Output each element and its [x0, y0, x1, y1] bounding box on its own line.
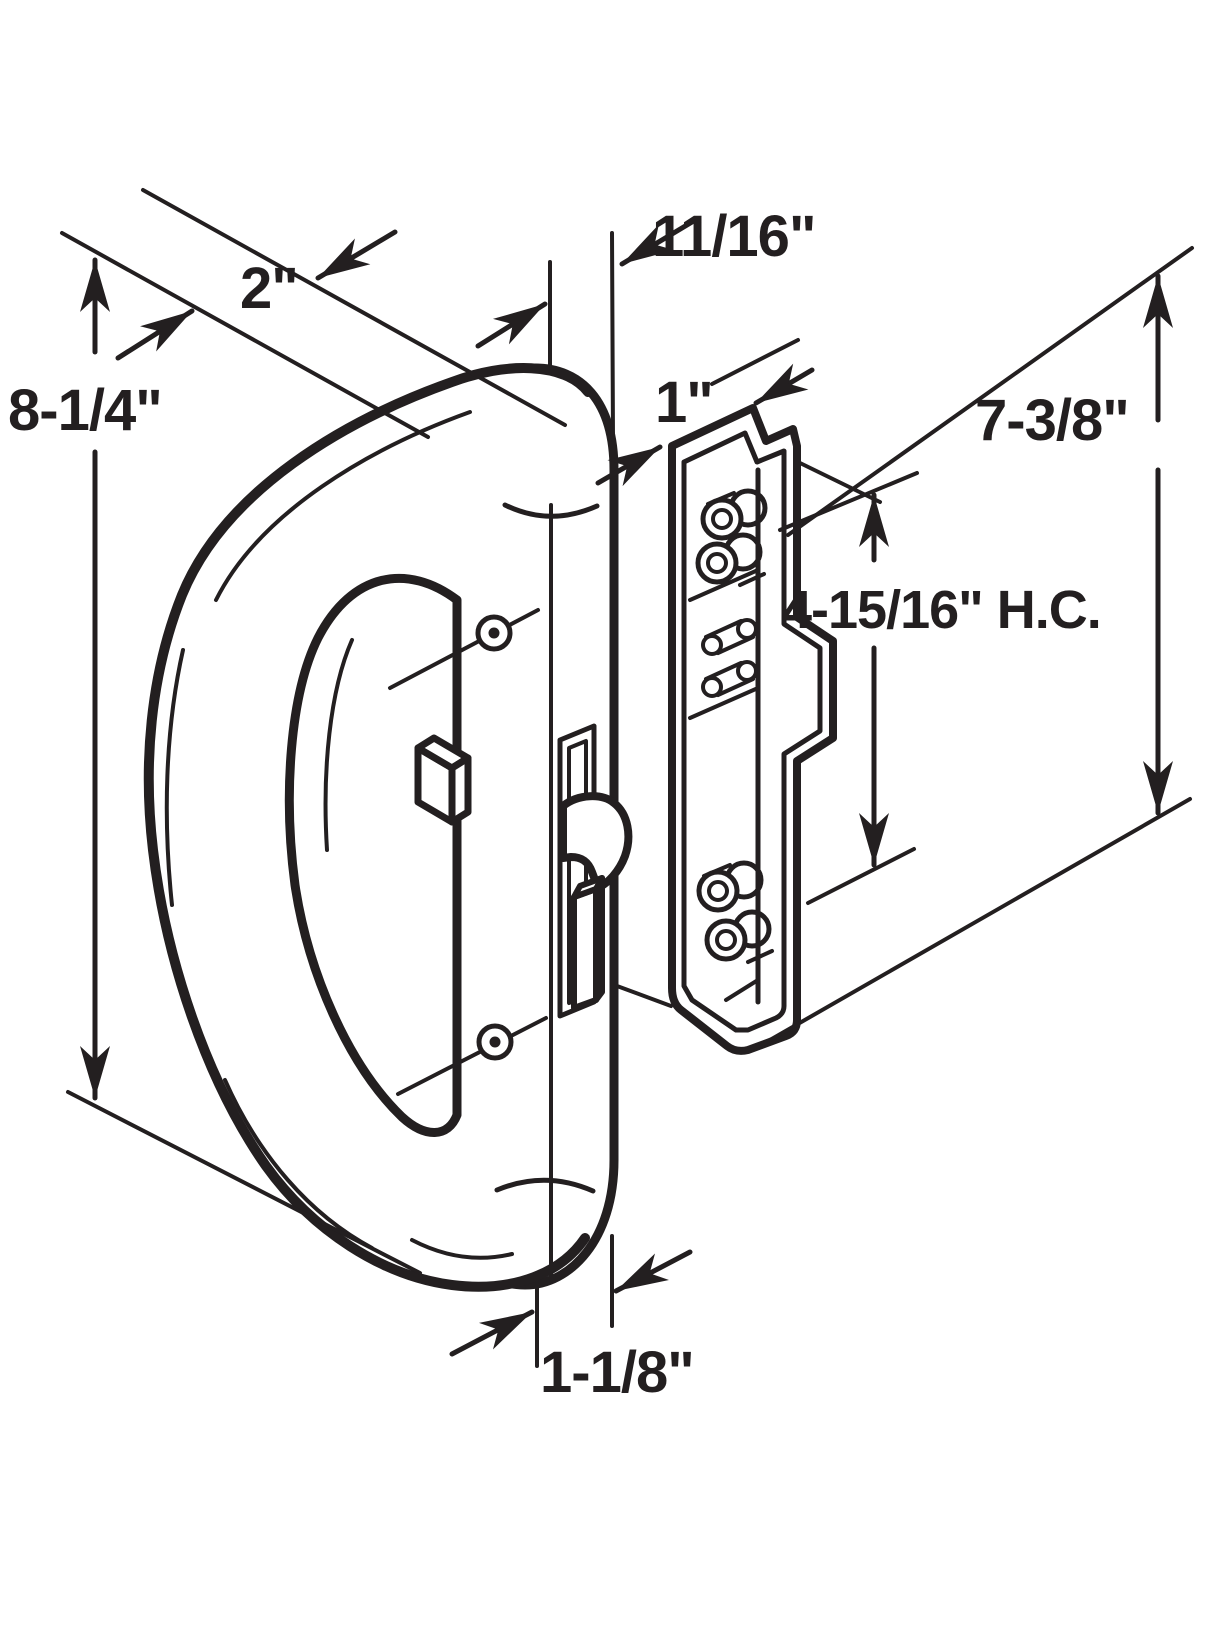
label-handle-width: 1-1/8" — [540, 1340, 694, 1405]
handle-grip-outline — [143, 363, 593, 1292]
screw-hole-top-center — [488, 627, 500, 639]
screw-hole-bottom-center — [489, 1036, 501, 1048]
diagonal-extension-bottom-left — [66, 1090, 422, 1275]
diagonal-extension-bottom-right — [754, 797, 1192, 1050]
screw-post-bottom-pair — [696, 860, 774, 964]
mounting-plate — [668, 404, 837, 1055]
door-edge-segment-bottom — [615, 984, 673, 1008]
diagonal-extension-top-right — [786, 246, 1194, 537]
dimension-plate-height — [754, 246, 1194, 1050]
panel-notch-line-2 — [688, 686, 760, 720]
label-plate-depth: 1" — [655, 370, 713, 435]
dimension-handle-width — [449, 1234, 693, 1368]
latch-bar-side — [593, 875, 605, 1003]
diagonal-extension-top-2 — [60, 231, 430, 439]
panel-notch-line-1 — [688, 568, 760, 602]
grip-highlight-left — [164, 648, 185, 907]
hc-extension-bottom — [806, 847, 916, 905]
latch-wedge — [414, 734, 472, 826]
label-plate-height: 7-3/8" — [975, 388, 1129, 453]
grip-highlight-inner — [323, 638, 354, 852]
mounting-plate-inner-border — [681, 430, 823, 1033]
screw-axis-top — [388, 608, 540, 690]
dimension-hole-centers — [778, 471, 919, 905]
screw-post-top-pair — [695, 488, 768, 587]
label-handle-offset: 11/16" — [652, 204, 815, 269]
grip-highlight-top — [214, 410, 472, 602]
screw-axis-bottom — [396, 1016, 548, 1096]
extension-line-edge — [610, 231, 615, 442]
dimension-handle-offset — [475, 219, 695, 442]
mounting-plate-outline — [668, 404, 837, 1055]
door-handle — [143, 363, 633, 1292]
grip-knob-bottom-line — [494, 1177, 596, 1194]
grip-knob-bottom-line2 — [410, 1238, 514, 1260]
diagonal-extension-top-1 — [141, 188, 567, 427]
dimension-plate-depth — [595, 338, 815, 487]
dimension-overall-height — [66, 257, 422, 1275]
hook-latch — [559, 792, 633, 892]
label-overall-height: 8-1/4" — [8, 378, 162, 443]
dimension-stile-width — [115, 229, 398, 361]
dimension-annotations — [60, 188, 1194, 1368]
hc-extension-top — [778, 471, 919, 532]
panel-notch-line-3 — [724, 978, 760, 1002]
latch-bar-front — [571, 886, 599, 1011]
guide-pins — [701, 618, 758, 698]
label-hole-centers: 4-15/16" H.C. — [782, 580, 1101, 640]
label-stile-width: 2" — [240, 256, 298, 321]
